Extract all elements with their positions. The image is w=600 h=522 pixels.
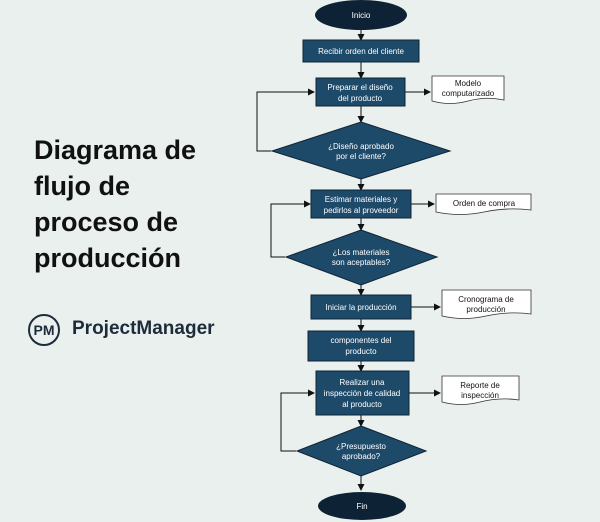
process-label: inspección de calidad [324,389,401,398]
process-components: componentes del producto [307,330,415,362]
logo-name: ProjectManager [72,318,215,339]
diagram-title: Diagrama de flujo de proceso de producci… [34,132,234,276]
document-inspection-report: Reporte de inspección [441,375,520,405]
start-label: Inicio [352,11,371,20]
decision-label: por el cliente? [336,152,386,161]
decision-materials-acceptable: ¿Los materiales son aceptables? [284,229,439,286]
edge-decision3-loop [280,389,315,452]
process-label: Iniciar la producción [325,303,396,312]
decision-label: ¿Los materiales [333,248,390,257]
decision-label: ¿Diseño aprobado [328,142,394,151]
document-purchase-order: Orden de compra [435,193,532,215]
document-label: producción [466,305,505,314]
decision-label: aprobado? [342,452,381,461]
projectmanager-logo: PM ProjectManager [28,312,258,352]
title-line: proceso de [34,207,179,237]
document-label: computarizado [442,89,495,98]
process-label: Realizar una [340,378,385,387]
process-receive-order: Recibir orden del cliente [302,39,420,63]
process-label: Recibir orden del cliente [318,47,404,56]
decision-label: ¿Presupuesto [336,442,386,451]
start-terminal: Inicio [315,0,407,30]
title-line: Diagrama de [34,135,197,165]
process-label: producto [345,347,377,356]
pm-logo-icon: PM [28,314,60,346]
process-quality-inspection: Realizar una inspección de calidad al pr… [315,370,410,416]
decision-budget-approved: ¿Presupuesto aprobado? [295,425,428,477]
process-estimate-materials: Estimar materiales y pedirlos al proveed… [310,189,412,219]
process-label: Estimar materiales y [325,195,397,204]
process-label: pedirlos al proveedor [324,206,399,215]
document-production-schedule: Cronograma de producción [441,289,532,319]
process-prepare-design: Preparar el diseño del producto [315,77,406,107]
document-computer-model: Modelo computarizado [431,75,505,104]
document-label: Orden de compra [453,199,516,208]
process-label: del producto [338,94,383,103]
process-start-production: Iniciar la producción [310,294,412,320]
end-terminal: Fin [318,492,406,520]
flow-edges [256,30,441,491]
decision-design-approved: ¿Diseño aprobado por el cliente? [270,121,452,180]
document-label: Reporte de [460,381,500,390]
document-label: inspección [461,391,499,400]
process-label: componentes del [331,336,392,345]
process-label: Preparar el diseño [327,83,393,92]
process-label: al producto [342,400,382,409]
document-label: Cronograma de [458,295,514,304]
edge-decision1-loop [256,88,315,152]
document-label: Modelo [455,79,482,88]
edge-decision2-loop [270,200,311,258]
title-line: flujo de [34,171,130,201]
end-label: Fin [356,502,367,511]
title-line: producción [34,243,181,273]
decision-label: son aceptables? [332,258,391,267]
